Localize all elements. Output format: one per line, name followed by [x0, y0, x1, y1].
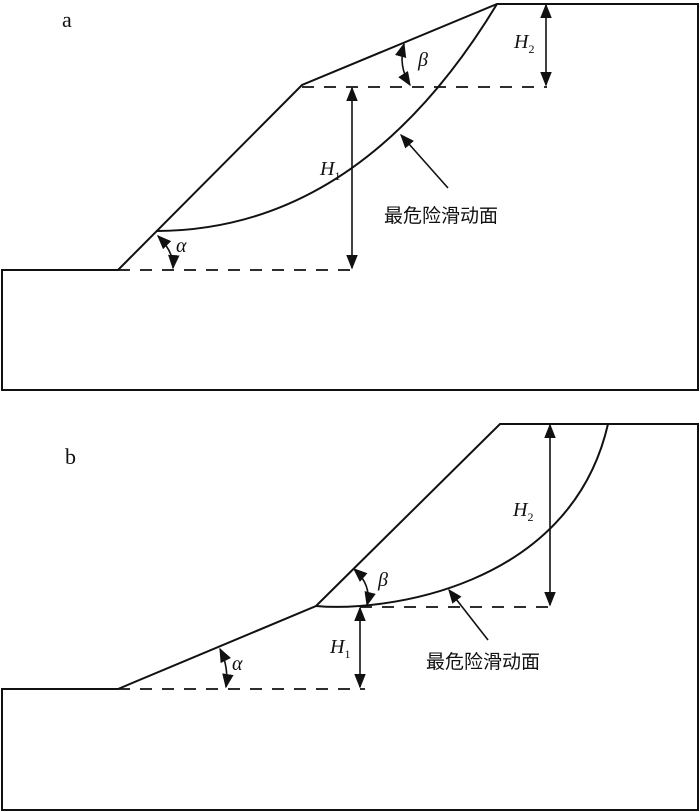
panel-a-alpha-arc — [156, 234, 180, 270]
panel-b: b H1 H2 α β 最危险滑动面 — [1, 423, 699, 811]
panel-a-slip-surface — [156, 3, 498, 232]
panel-a-beta-label: β — [417, 49, 428, 71]
panel-a-leader-arrow — [400, 133, 449, 189]
panel-b-slip-surface-label: 最危险滑动面 — [426, 651, 540, 673]
panel-b-beta-label: β — [377, 569, 388, 591]
panel-a-alpha-label: α — [176, 235, 187, 257]
panel-a-beta-arc — [395, 42, 411, 87]
panel-b-leader-arrow — [448, 588, 489, 641]
panel-b-h1-label: H1 — [329, 636, 350, 661]
panel-b-label: b — [65, 444, 76, 469]
panel-b-alpha-arc — [219, 647, 234, 689]
panel-b-slip-surface — [315, 423, 609, 608]
panel-b-alpha-label: α — [232, 653, 243, 675]
panel-a-slip-surface-label: 最危险滑动面 — [384, 205, 498, 227]
panel-a-slope-outline — [1, 3, 699, 391]
panel-a-h1-label: H1 — [319, 158, 340, 183]
panel-a-label: a — [62, 7, 72, 32]
panel-b-slope-outline — [1, 423, 699, 811]
panel-b-beta-arc — [352, 568, 376, 607]
panel-b-h2-label: H2 — [512, 499, 533, 524]
panel-a: a H1 H2 α β 最危险滑动面 — [1, 3, 699, 391]
panel-a-h2-label: H2 — [513, 31, 534, 56]
